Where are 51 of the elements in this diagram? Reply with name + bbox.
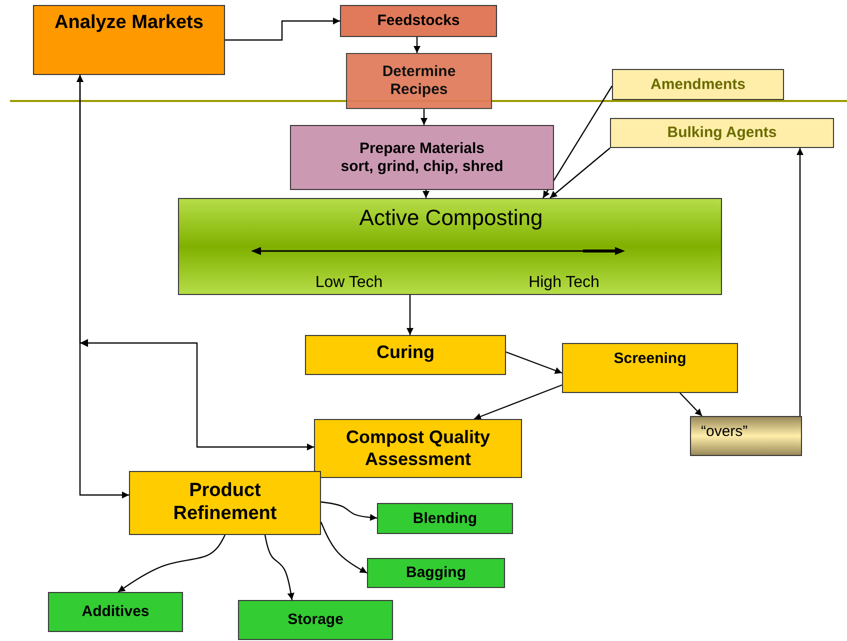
product-box — [238, 600, 393, 640]
product-box — [367, 558, 505, 588]
arrow — [414, 37, 420, 53]
arrow — [118, 534, 226, 592]
arrow — [264, 534, 294, 600]
arrow — [506, 351, 562, 374]
node-label: Bagging — [406, 564, 466, 582]
process-box — [129, 471, 321, 535]
process-box — [33, 5, 225, 75]
node-label: Additives — [82, 603, 150, 621]
arrow — [76, 75, 129, 498]
process-box — [340, 5, 497, 37]
arrow — [422, 190, 430, 198]
arrow — [542, 86, 613, 198]
arrow — [225, 18, 340, 41]
process-box — [562, 343, 738, 393]
arrow — [474, 384, 562, 420]
node-label: Bulking Agents — [667, 124, 777, 142]
arrow — [680, 392, 702, 416]
scale-label: Low Tech — [314, 273, 384, 292]
arrow — [796, 148, 804, 416]
product-box — [48, 592, 183, 632]
arrow — [420, 109, 428, 125]
input-box — [610, 118, 834, 148]
node-label: Product Refinement — [172, 480, 278, 526]
node-label: Blending — [412, 510, 478, 528]
process-box — [290, 125, 554, 190]
node-label: Feedstocks — [377, 12, 460, 30]
input-box — [612, 69, 784, 100]
node-label: Compost Quality Assessment — [344, 426, 491, 470]
process-box — [346, 53, 492, 109]
arrow — [550, 148, 610, 198]
node-label: Prepare Materials — [359, 140, 485, 158]
arrow — [320, 522, 368, 574]
node-label: Determine Recipes — [381, 63, 457, 99]
node-title: Active Composting — [358, 205, 544, 232]
arrow — [406, 295, 414, 335]
node-label: Amendments — [650, 76, 746, 94]
node-sublabel: sort, grind, chip, shred — [340, 158, 504, 176]
product-box — [377, 503, 513, 534]
node-label: Screening — [614, 350, 686, 368]
node-label: Analyze Markets — [54, 12, 204, 35]
process-box — [314, 419, 522, 478]
scale-label: High Tech — [528, 273, 600, 292]
process-box — [178, 198, 722, 295]
node-label: “overs” — [701, 423, 748, 441]
arrow — [320, 501, 378, 521]
node-label: Curing — [376, 342, 434, 364]
output-box — [690, 416, 802, 456]
node-label: Storage — [288, 611, 344, 629]
process-box — [305, 335, 506, 375]
